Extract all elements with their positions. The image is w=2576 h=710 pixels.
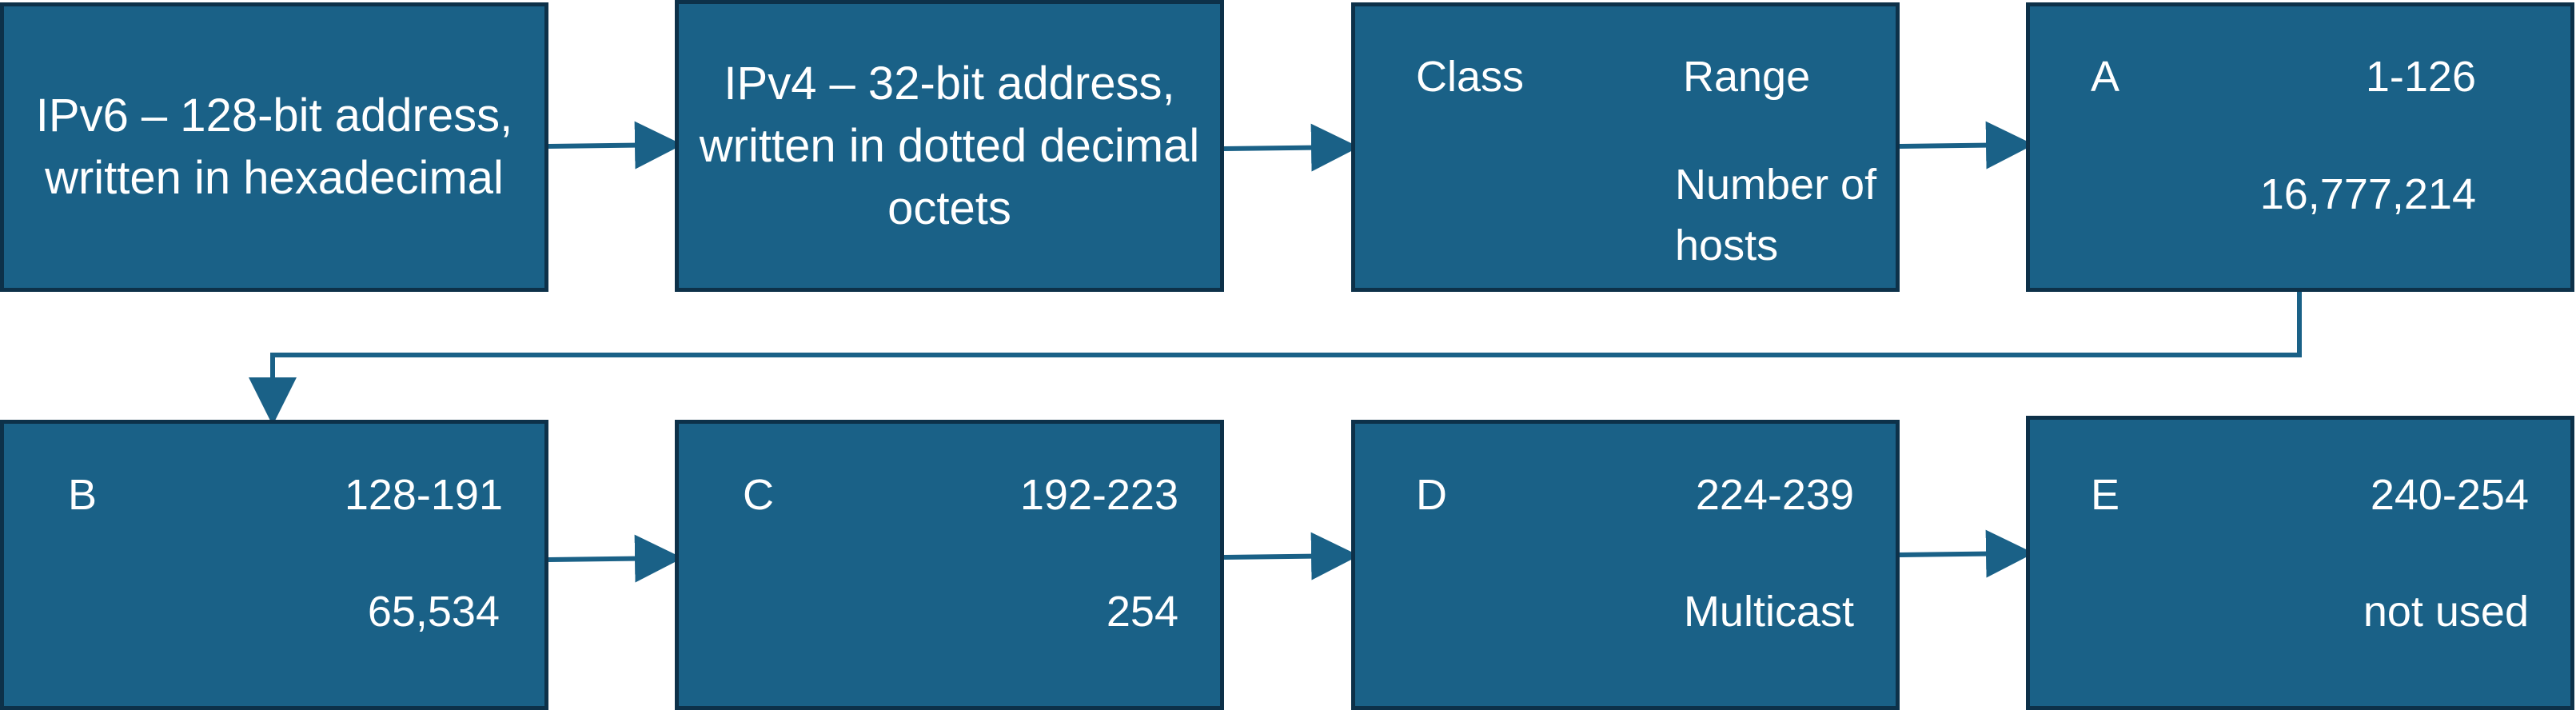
class-header-label: Class [1416,53,1525,101]
class-d-box: D 224-239 Multicast [1351,420,1900,710]
class-a-box: A 1-126 16,777,214 [2026,2,2574,292]
class-a-name: A [2091,53,2120,101]
class-e-name: E [2091,471,2120,519]
class-e-box: E 240-254 not used [2026,416,2574,710]
class-d-range: 224-239 [1695,471,1854,519]
arrow-class-d-to-class-e [1899,529,2034,578]
class-c-name: C [743,471,774,519]
class-e-hosts: not used [2363,588,2529,636]
range-header-label: Range [1683,53,1811,101]
hosts-header-label: Number of hosts [1675,161,1877,269]
ipv6-text: IPv6 – 128-bit address, written in hexad… [35,90,513,204]
ipv6-box: IPv6 – 128-bit address, written in hexad… [0,2,548,292]
class-c-range: 192-223 [1019,471,1178,519]
class-b-name: B [68,471,98,519]
arrow-class-c-to-class-d [1223,532,1359,580]
class-c-hosts: 254 [1106,588,1178,636]
arrow-header-to-class-a [1899,121,2034,170]
class-d-name: D [1416,471,1447,519]
class-a-range: 1-126 [2365,53,2476,101]
class-b-hosts: 65,534 [367,588,500,636]
class-a-hosts: 16,777,214 [2259,170,2476,218]
class-e-range: 240-254 [2370,471,2529,519]
arrow-ipv4-to-header [1223,123,1359,172]
arrow-class-b-to-class-c [548,534,683,583]
ipv4-text: IPv4 – 32-bit address, written in dotted… [699,57,1200,234]
class-b-box: B 128-191 65,534 [0,420,548,710]
arrow-ipv6-to-ipv4 [548,121,683,170]
class-b-range: 128-191 [344,471,503,519]
class-c-box: C 192-223 254 [675,420,1224,710]
arrow-class-a-to-class-b [249,292,2302,425]
class-d-hosts: Multicast [1683,588,1854,636]
ipv4-box: IPv4 – 32-bit address, written in dotted… [675,0,1224,292]
class-header-box: Class Range Number of hosts [1351,2,1900,292]
